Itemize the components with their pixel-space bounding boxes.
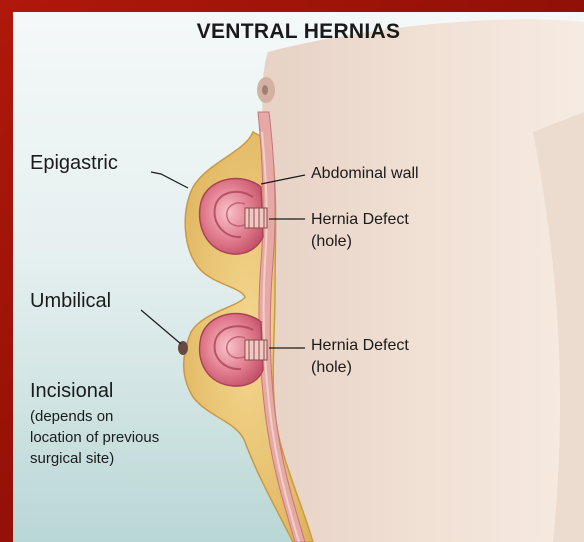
- label-hole-lower: (hole): [311, 359, 352, 377]
- leader-epigastric: [151, 172, 188, 188]
- lower-defect: [245, 340, 267, 360]
- label-epigastric: Epigastric: [30, 152, 118, 175]
- diagram-title: VENTRAL HERNIAS: [13, 20, 584, 44]
- leader-umbilical: [141, 310, 181, 344]
- label-incisional-note-1: (depends on: [30, 406, 113, 427]
- label-hernia-defect-lower: Hernia Defect: [311, 337, 409, 355]
- label-incisional-note-3: surgical site): [30, 448, 114, 469]
- diagram-panel: VENTRAL HERNIAS Epigastric Umbilical Inc…: [13, 12, 584, 542]
- label-umbilical: Umbilical: [30, 290, 111, 313]
- label-incisional: Incisional: [30, 380, 113, 403]
- label-hole-upper: (hole): [311, 233, 352, 251]
- upper-defect: [245, 208, 267, 228]
- label-incisional-note-2: location of previous: [30, 427, 159, 448]
- label-abdominal-wall: Abdominal wall: [311, 165, 419, 183]
- torso-skin: [262, 19, 584, 542]
- label-hernia-defect-upper: Hernia Defect: [311, 211, 409, 229]
